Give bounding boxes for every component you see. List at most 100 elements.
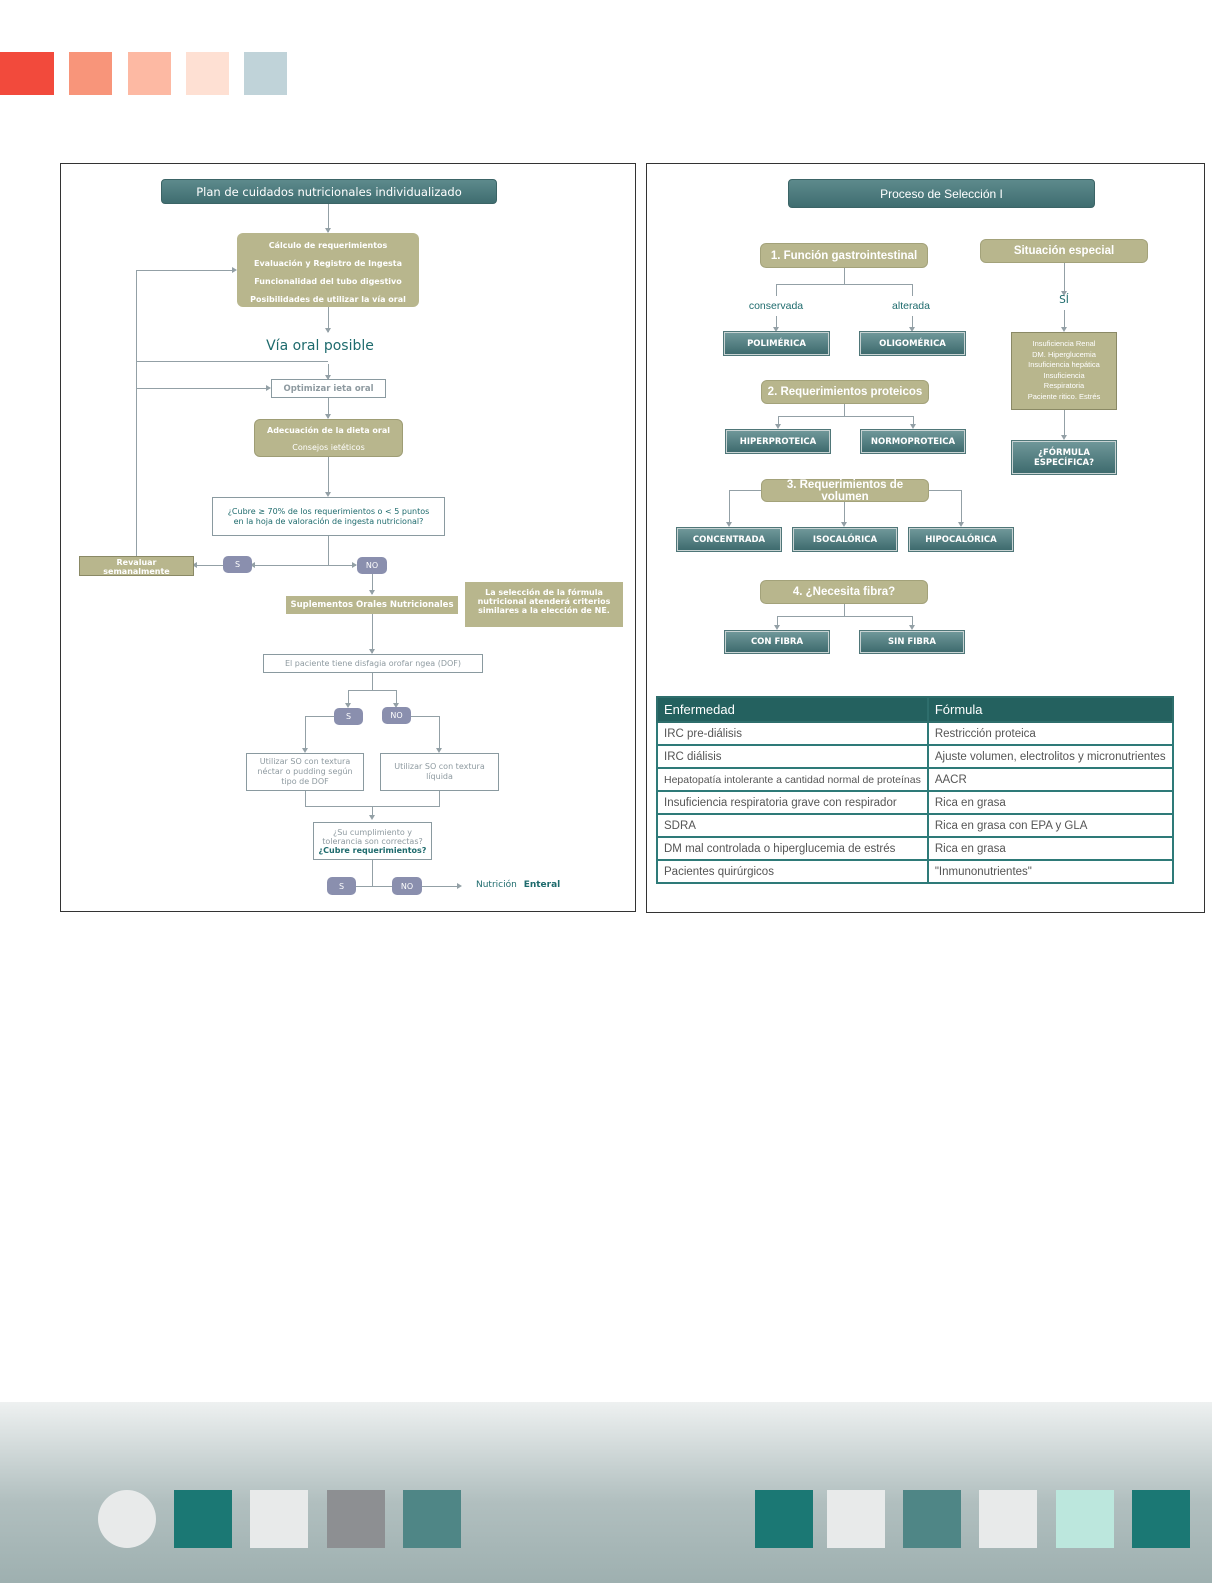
connector (844, 404, 845, 416)
suplementos-box: Suplementos Orales Nutricionales (286, 596, 458, 614)
isocalorica-box: ISOCALÓRICA (792, 527, 898, 552)
feedback-line (136, 270, 234, 271)
si-label: S (338, 881, 345, 891)
arrow (266, 385, 271, 391)
disfagia-label: El paciente tiene disfagia orofar ngea (… (284, 659, 462, 668)
formula-especifica-box: ¿FÓRMULA ESPECÍFICA? (1011, 440, 1117, 475)
q2-label: 2. Requerimientos proteicos (767, 386, 923, 398)
arrow (369, 649, 375, 654)
connector (912, 284, 913, 296)
hiperproteica-label: HIPERPROTEICA (739, 436, 817, 447)
connector (912, 616, 913, 626)
oligomerica-label: OLIGOMÉRICA (879, 338, 946, 349)
situacion-item: DM. Hiperglucemia (1032, 349, 1096, 359)
polimerica-box: POLIMÉRICA (723, 331, 830, 356)
situacion-item: Paciente ritico. Estrés (1027, 391, 1101, 401)
isocalorica-label: ISOCALÓRICA (812, 534, 878, 545)
situacion-item: Insuficiencia hepática (1028, 360, 1100, 369)
adecuacion-label: Adecuación de la dieta oral (267, 426, 390, 435)
arrow (774, 625, 780, 630)
normoproteica-box: NORMOPROTEICA (860, 429, 966, 454)
si-pill: S (327, 877, 356, 895)
footer-square (1056, 1490, 1114, 1548)
cell-enfermedad: SDRA (656, 813, 929, 838)
footer-square (250, 1490, 308, 1548)
q2-proteicos: 2. Requerimientos proteicos (761, 380, 929, 404)
connector (844, 604, 845, 616)
top-square (0, 52, 54, 95)
normoproteica-label: NORMOPROTEICA (870, 436, 956, 447)
no-label: NO (400, 881, 414, 891)
arrow (325, 228, 331, 233)
revaluar-line: Revaluar (116, 558, 157, 567)
arrow (352, 562, 357, 568)
arrow (345, 703, 351, 708)
optimizar-box: Optimizar ieta oral (271, 379, 386, 398)
footer-circle (98, 1490, 156, 1548)
revaluar-box: Revaluar semanalmente (79, 556, 194, 576)
q4-label: 4. ¿Necesita fibra? (792, 586, 896, 598)
feedback-line (136, 388, 268, 389)
sin-fibra-box: SIN FIBRA (859, 630, 965, 654)
top-square (69, 52, 112, 95)
connector (328, 204, 329, 232)
footer-square (327, 1490, 385, 1548)
no-pill: NO (382, 707, 411, 724)
connector (372, 614, 373, 653)
polimerica-label: POLIMÉRICA (747, 338, 806, 349)
connector (729, 490, 730, 524)
connector (778, 416, 779, 425)
arrow (1061, 327, 1067, 332)
situacion-item: Respiratoria (1043, 381, 1085, 390)
arrow (841, 522, 847, 527)
no-label: NO (365, 561, 379, 570)
connector (305, 716, 334, 717)
no-pill: NO (357, 557, 387, 574)
cell-enfermedad: Hepatopatía intolerante a cantidad norma… (656, 767, 929, 792)
conservada-label: conservada (748, 300, 804, 312)
arrow (325, 375, 331, 380)
connector (777, 616, 912, 617)
footer-square (403, 1490, 461, 1548)
cumplimiento-box: ¿Su cumplimiento y tolerancia son correc… (313, 822, 432, 860)
connector (411, 716, 440, 717)
no-pill: NO (392, 877, 422, 895)
formula-especifica-label: ¿FÓRMULA ESPECÍFICA? (1033, 447, 1095, 468)
connector (912, 316, 913, 328)
textura-nectar-label: Utilizar SO con textura néctar o pudding… (257, 757, 353, 786)
arrow (325, 414, 331, 419)
arrow (726, 522, 732, 527)
arrow (773, 327, 779, 332)
connector (844, 268, 845, 284)
seleccion-note: La selección de la fórmula nutricional a… (465, 582, 623, 627)
header-enfermedad: Enfermedad (656, 696, 929, 723)
cubre-line: en la hoja de valoración de ingesta nutr… (233, 516, 424, 526)
connector (195, 565, 223, 566)
connector (1064, 263, 1065, 293)
connector (372, 860, 373, 886)
connector (929, 490, 961, 491)
arrow (909, 625, 915, 630)
q4-fibra: 4. ¿Necesita fibra? (760, 580, 928, 604)
cubre-question-box: ¿Cubre ≥ 70% de los requerimientos o < 5… (212, 497, 445, 536)
connector (439, 791, 440, 806)
feedback-line (136, 270, 137, 556)
cell-enfermedad: DM mal controlada o hiperglucemia de est… (656, 836, 929, 861)
cumplimiento-line: ¿Su cumplimiento y (332, 827, 413, 837)
suplementos-label: Suplementos Orales Nutricionales (290, 600, 454, 610)
connector (776, 284, 912, 285)
table-header-row: Enfermedad Fórmula (656, 696, 1175, 723)
connector (305, 716, 306, 751)
textura-nectar-box: Utilizar SO con textura néctar o pudding… (246, 753, 364, 791)
con-fibra-label: CON FIBRA (750, 637, 804, 647)
connector (348, 690, 396, 691)
seleccion-label: La selección de la fórmula nutricional a… (477, 588, 611, 615)
connector (372, 806, 373, 818)
arrow (232, 267, 237, 273)
cell-formula: Rica en grasa (926, 790, 1175, 815)
q3-label: 3. Requerimientos de volumen (786, 478, 904, 503)
arrow (457, 883, 462, 889)
connector (1064, 310, 1065, 330)
